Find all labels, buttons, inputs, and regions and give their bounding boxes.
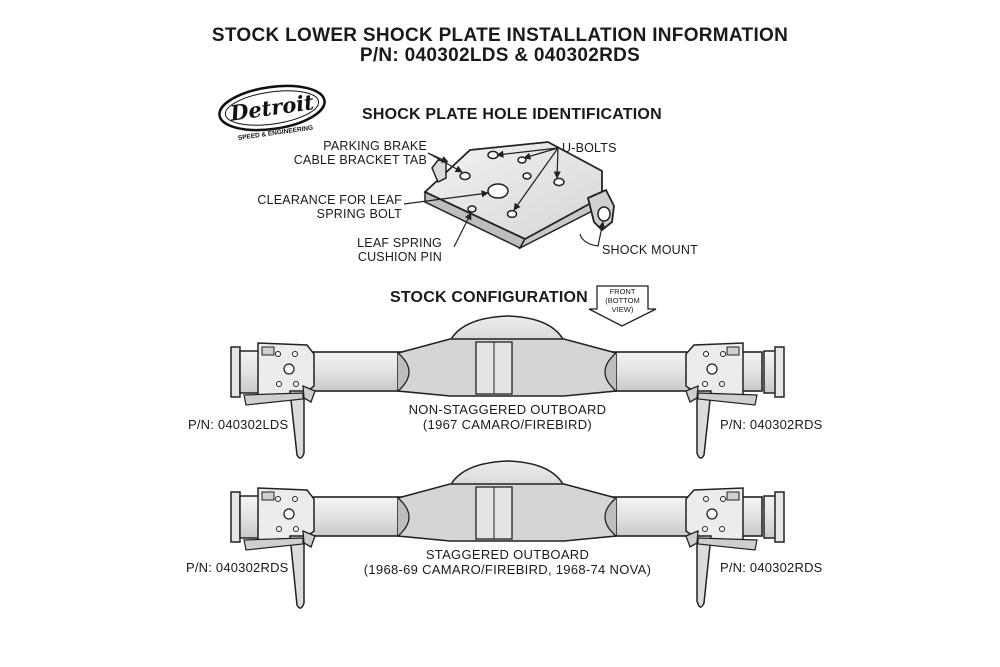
axle2-left-part-number: P/N: 040302RDS <box>186 560 289 575</box>
label-parking-brake-line1: PARKING BRAKE <box>323 139 427 153</box>
label-clearance-line1: CLEARANCE FOR LEAF <box>257 193 402 207</box>
front-direction-arrow <box>588 285 657 327</box>
axle1-caption-line2: (1967 CAMARO/FIREBIRD) <box>422 417 593 432</box>
shock-plate-illustration <box>423 141 615 250</box>
axle1-left-part-number: P/N: 040302LDS <box>188 417 289 432</box>
axle1-right-part-number: P/N: 040302RDS <box>720 417 823 432</box>
detroit-speed-logo: Detroit SPEED & ENGINEERING <box>218 84 326 142</box>
axle-assembly-non-staggered <box>230 315 785 459</box>
axle-assembly-staggered <box>230 460 785 609</box>
axle2-caption-line2: (1968-69 CAMARO/FIREBIRD, 1968-74 NOVA) <box>363 562 652 577</box>
leader-lines <box>403 147 606 248</box>
hole-identification-heading: SHOCK PLATE HOLE IDENTIFICATION <box>362 106 662 123</box>
label-u-bolts: U-BOLTS <box>562 141 617 155</box>
axle2-caption-line1: STAGGERED OUTBOARD <box>425 547 590 562</box>
page-title: STOCK LOWER SHOCK PLATE INSTALLATION INF… <box>211 25 789 46</box>
axle2-right-part-number: P/N: 040302RDS <box>720 560 823 575</box>
label-cushion-pin-line1: LEAF SPRING <box>357 236 442 250</box>
label-shock-mount: SHOCK MOUNT <box>602 243 698 257</box>
axle1-caption-line1: NON-STAGGERED OUTBOARD <box>408 402 607 417</box>
front-arrow-line3: VIEW) <box>611 305 634 314</box>
label-clearance-line2: SPRING BOLT <box>316 207 402 221</box>
front-arrow-line2: (BOTTOM <box>605 296 640 305</box>
page-subtitle-part-numbers: P/N: 040302LDS & 040302RDS <box>359 45 641 66</box>
stock-configuration-heading: STOCK CONFIGURATION <box>390 289 588 306</box>
label-parking-brake-line2: CABLE BRACKET TAB <box>293 153 427 167</box>
label-cushion-pin-line2: CUSHION PIN <box>357 250 442 264</box>
front-arrow-line1: FRONT <box>609 287 636 296</box>
